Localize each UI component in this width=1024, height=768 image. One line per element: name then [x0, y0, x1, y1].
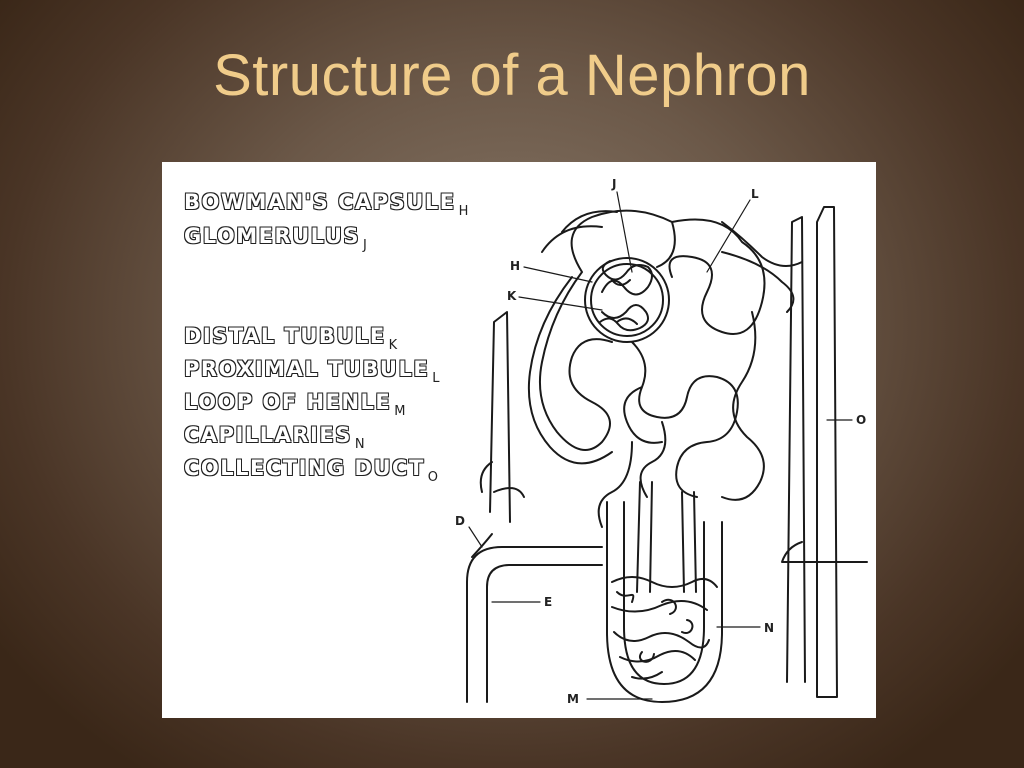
leader-h [523, 266, 593, 283]
tubule-outer [527, 276, 765, 501]
collecting-duct [816, 206, 838, 698]
label-k: K [507, 289, 517, 303]
label-e: E [544, 595, 552, 609]
distal-tubule [597, 421, 667, 528]
glomerulus [599, 260, 653, 332]
bowmans-capsule-inner [590, 263, 664, 337]
label-m: M [567, 692, 579, 706]
right-vessel-lower [781, 541, 868, 563]
convoluted-segment [623, 341, 739, 498]
label-l: L [751, 187, 759, 201]
leader-l [706, 199, 751, 273]
leader-j [616, 191, 633, 273]
right-vessel [786, 216, 806, 683]
bowmans-capsule [584, 257, 670, 343]
leader-k [518, 296, 603, 311]
label-o: O [856, 413, 866, 427]
legend-label: GLOMERULUS [183, 224, 360, 248]
capillary-loops [616, 591, 694, 663]
loop-of-henle [606, 501, 723, 703]
leader-d [468, 526, 483, 548]
legend-label: DISTAL TUBULE [183, 324, 386, 348]
label-d: D [455, 514, 465, 528]
left-vessel-stub [471, 533, 493, 558]
left-vessel-branch [479, 311, 525, 523]
vessel-network-top [541, 210, 803, 267]
legend-label: CAPILLARIES [183, 423, 352, 447]
legend-label: LOOP OF HENLE [183, 390, 392, 414]
legend-letter: M [394, 404, 406, 419]
legend-letter: N [354, 437, 365, 452]
capillaries [611, 576, 718, 680]
nephron-diagram: J L H K O D E N M [455, 177, 868, 706]
slide-title: Structure of a Nephron [213, 43, 811, 108]
proximal-tubule [538, 209, 795, 451]
label-n: N [764, 621, 774, 635]
label-h: H [510, 259, 520, 273]
legend-label: BOWMAN'S CAPSULE [183, 190, 456, 214]
label-j: J [611, 177, 616, 191]
descending-limb [636, 481, 697, 593]
legend-label: COLLECTING DUCT [183, 456, 425, 480]
legend-letter: L [432, 371, 440, 386]
left-vessel [466, 546, 603, 703]
legend-letter: H [458, 204, 469, 219]
legend-letter: O [427, 470, 438, 485]
legend-label: PROXIMAL TUBULE [183, 357, 430, 381]
legend-letter: K [388, 338, 398, 353]
legend-letter: J [363, 238, 367, 253]
